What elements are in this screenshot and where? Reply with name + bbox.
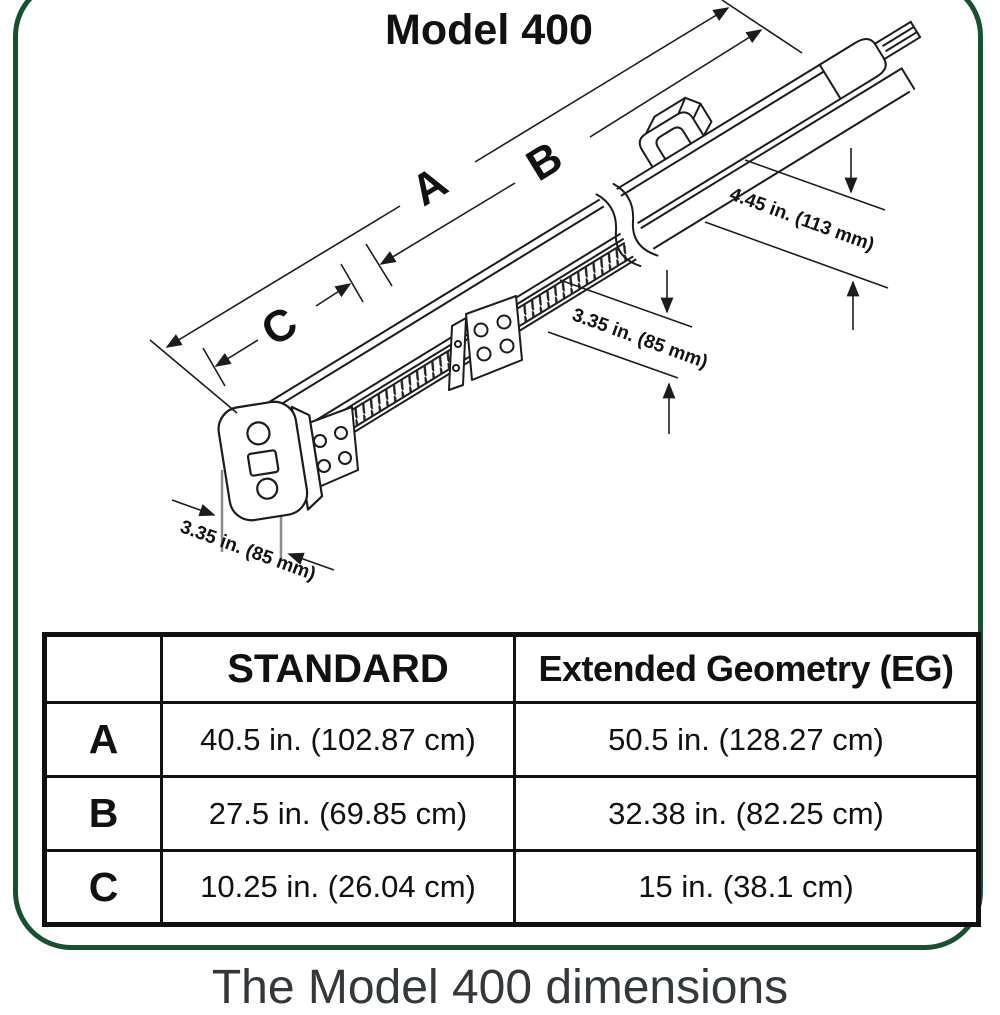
row-c-label: C [43, 849, 163, 926]
page-title: Model 400 [385, 6, 593, 54]
dim-b-left-segment [379, 182, 516, 265]
row-c-eg-value: 15 in. (38.1 cm) [513, 849, 980, 926]
mid-height-lower-line [547, 331, 679, 379]
row-b-standard-value: 27.5 in. (69.85 cm) [160, 775, 516, 852]
extension-line-tip [721, 0, 803, 54]
table-header-blank [43, 633, 163, 704]
label-mid-height: 3.35 in. (85 mm) [569, 305, 710, 373]
clevis-end [873, 20, 922, 61]
table-row-a: A 40.5 in. (102.87 cm) 50.5 in. (128.27 … [43, 701, 980, 778]
table-header-extended-geometry: Extended Geometry (EG) [513, 633, 980, 704]
row-c-standard-value: 10.25 in. (26.04 cm) [160, 849, 516, 926]
table-row-b: B 27.5 in. (69.85 cm) 32.38 in. (82.25 c… [43, 775, 980, 852]
label-tip-height: 4.45 in. (113 mm) [727, 184, 877, 256]
break-symbol [595, 182, 659, 268]
extension-line-motor-end [149, 339, 238, 414]
figure-caption: The Model 400 dimensions [211, 961, 789, 1014]
tip-height-upper-line [744, 159, 886, 211]
label-dimension-b: B [518, 132, 571, 190]
table-header-row: STANDARD Extended Geometry (EG) [43, 633, 980, 704]
dim-b-right-segment [589, 29, 763, 138]
dim-c-left-segment [214, 339, 259, 367]
label-dimension-c: C [253, 297, 306, 355]
rail-end-edge [900, 67, 916, 90]
table-row-c: C 10.25 in. (26.04 cm) 15 in. (38.1 cm) [43, 849, 980, 926]
tip-height-lower-line [704, 221, 889, 289]
motor-end-cap [217, 400, 324, 522]
row-a-eg-value: 50.5 in. (128.27 cm) [513, 701, 980, 778]
extension-line-c-left [202, 347, 226, 387]
mounting-bracket-mid [448, 295, 523, 391]
mid-height-upper-line [559, 279, 693, 328]
label-dimension-a: A [403, 157, 456, 215]
actuator-dimension-diagram: A B C 4.45 in. (113 mm) 3.35 in. (85 mm)… [149, 0, 922, 585]
dim-c-right-segment [315, 283, 352, 307]
slider-clamp [638, 96, 713, 169]
row-b-label: B [43, 775, 163, 852]
green-rounded-border [13, 0, 983, 950]
label-base-width: 3.35 in. (85 mm) [177, 517, 318, 585]
rod-end-cap [818, 38, 887, 100]
extension-line-c-right [340, 263, 364, 303]
base-width-left-arrow [171, 499, 216, 517]
row-b-eg-value: 32.38 in. (82.25 cm) [513, 775, 980, 852]
extension-line-b-left [365, 243, 393, 287]
dimension-lines [149, 0, 889, 571]
dim-a-left-segment [165, 205, 401, 348]
row-a-label: A [43, 701, 163, 778]
dim-a-right-segment [474, 7, 730, 163]
table-header-standard: STANDARD [160, 633, 516, 704]
dimensions-table: STANDARD Extended Geometry (EG) A 40.5 i… [42, 632, 981, 927]
row-a-standard-value: 40.5 in. (102.87 cm) [160, 701, 516, 778]
base-width-right-arrow [287, 552, 335, 571]
